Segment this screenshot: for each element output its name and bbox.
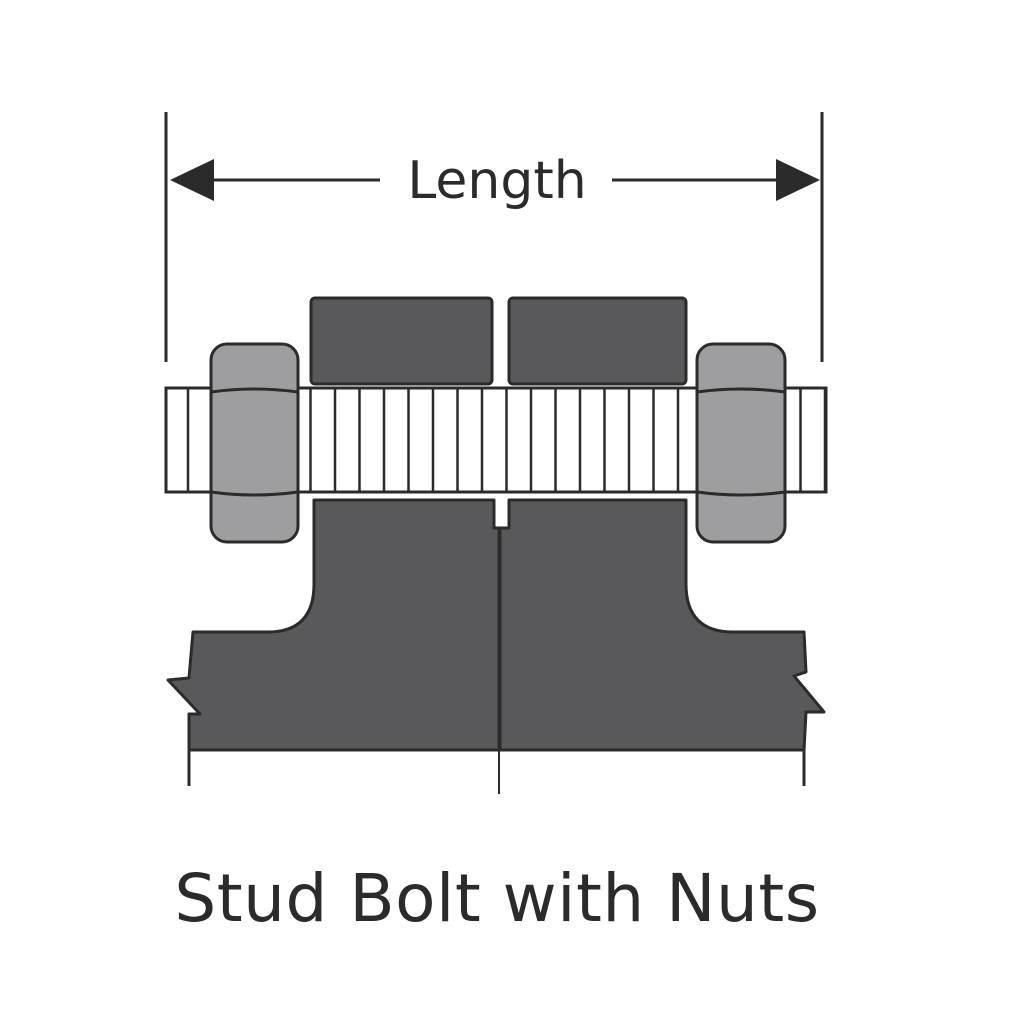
dimension-label: Length [407,151,586,211]
nut-right-face-top [696,387,786,394]
diagram-caption: Stud Bolt with Nuts [174,860,820,937]
nut-left-face-bottom [210,490,299,497]
dimension-arrow-left [170,159,214,201]
nut-left-body [209,342,300,544]
upper-flange-block-left [309,296,494,386]
upper-flange-block-right [507,296,688,386]
nut-right [695,342,787,544]
dimension-arrow-right [776,159,820,201]
nut-right-body [695,342,787,544]
nut-left [209,342,300,544]
nut-right-face-bottom [696,490,786,497]
nut-left-face-top [210,387,299,394]
